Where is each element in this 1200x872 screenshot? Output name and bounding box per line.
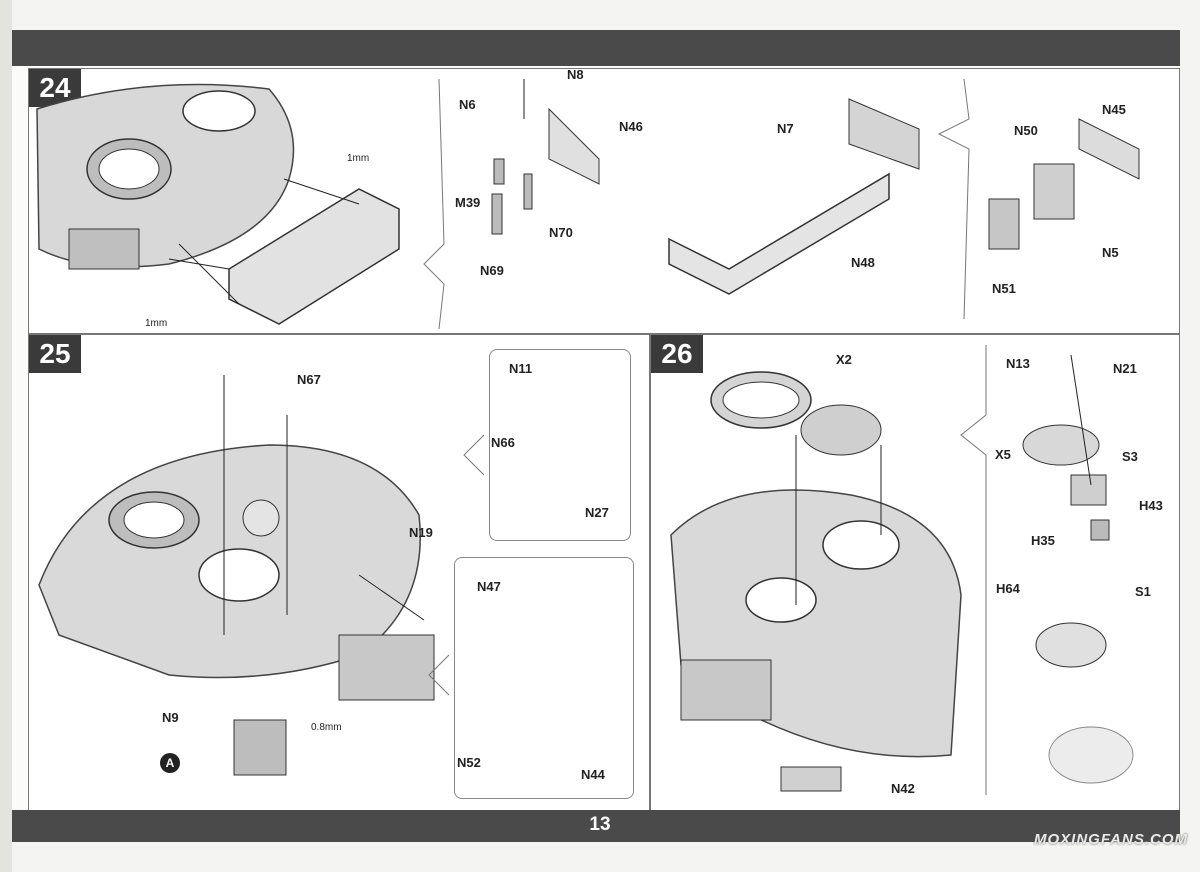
part-label: N7 <box>777 121 794 136</box>
part-label: N45 <box>1102 102 1126 117</box>
part-label: N69 <box>480 263 504 278</box>
part-label: S1 <box>1135 584 1151 599</box>
step-25-panel: 25 N67 N19 N9 0.8mm A N11 N66 N27 N47 N5… <box>28 334 650 812</box>
part-label: N42 <box>891 781 915 796</box>
part-label: N67 <box>297 372 321 387</box>
part-label: N66 <box>491 435 515 450</box>
part-label: N50 <box>1014 123 1038 138</box>
step-number: 26 <box>651 335 703 373</box>
part-label: N27 <box>585 505 609 520</box>
step-26-panel: 26 X2 N42 N13 N21 X5 S3 H43 H35 H64 S1 <box>650 334 1180 812</box>
part-label: N11 <box>509 361 533 376</box>
part-label: X5 <box>995 447 1011 462</box>
part-label: N9 <box>162 710 179 725</box>
part-label: N48 <box>851 255 875 270</box>
watermark: MOXINGFANS.COM <box>1033 831 1188 848</box>
callout-a: A <box>160 753 180 773</box>
part-label: N13 <box>1006 356 1030 371</box>
page-number: 13 <box>589 814 611 835</box>
part-label: N8 <box>567 67 584 82</box>
inset-box-n44 <box>454 557 634 799</box>
part-label: M39 <box>455 195 481 210</box>
inset-box-n27 <box>489 349 631 541</box>
drill-note: 1mm <box>347 153 370 164</box>
step-24-drawing <box>36 78 1140 330</box>
part-label: N19 <box>409 525 433 540</box>
part-label: H64 <box>996 581 1020 596</box>
part-label: N44 <box>581 767 605 782</box>
part-label: X2 <box>836 352 852 367</box>
bottom-band <box>12 810 1180 842</box>
part-label: H35 <box>1031 533 1055 548</box>
part-label: N47 <box>477 579 501 594</box>
part-label: N51 <box>992 281 1016 296</box>
part-label: N6 <box>459 97 476 112</box>
step-number: 25 <box>29 335 81 373</box>
part-label: N21 <box>1113 361 1137 376</box>
top-band <box>12 30 1180 66</box>
step-26-drawing <box>670 345 1134 795</box>
drill-note: 0.8mm <box>311 722 342 733</box>
drill-note: 1mm <box>145 318 168 329</box>
part-label: H43 <box>1139 498 1163 513</box>
step-24-panel: 24 1mm 1mm N8 N6 N46 M39 N70 N69 N7 N48 … <box>28 67 1180 334</box>
part-label: S3 <box>1122 449 1138 464</box>
part-label: N52 <box>457 755 481 770</box>
step-number: 24 <box>29 69 81 107</box>
part-label: N70 <box>549 225 573 240</box>
part-label: N5 <box>1102 245 1119 260</box>
page-spine <box>0 0 12 872</box>
part-label: N46 <box>619 119 643 134</box>
